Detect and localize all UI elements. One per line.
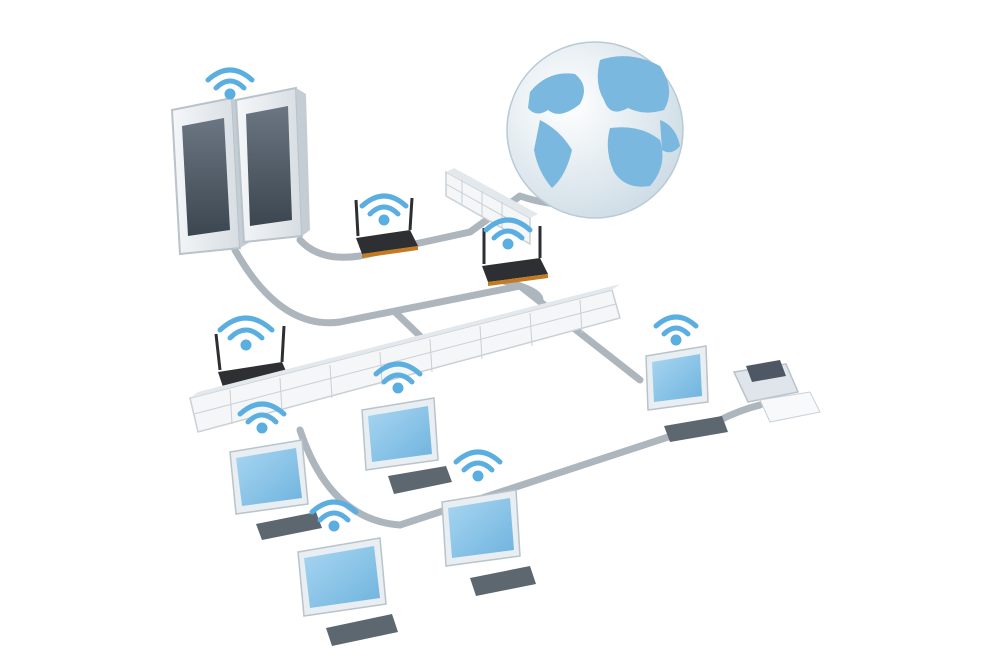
computer-icon [229,439,322,540]
wifi-icon [359,193,409,226]
wifi-icon [373,361,423,394]
wifi-icon [483,217,533,250]
globe-icon [506,41,684,219]
wifi-icon [453,449,503,482]
computer-icon [645,345,728,442]
wifi-icon [217,315,275,351]
printer-icon [732,360,821,423]
router-icon [482,226,548,286]
wifi-icon [237,401,287,434]
router-icon [354,197,418,258]
wifi-icon [653,314,699,346]
computer-icon [361,397,452,494]
server-icon [170,86,310,256]
wifi-icon [309,499,359,532]
firewall-icon [189,284,621,433]
wifi-icon [205,67,255,100]
computer-icon [441,489,536,596]
computer-icon [297,537,398,646]
